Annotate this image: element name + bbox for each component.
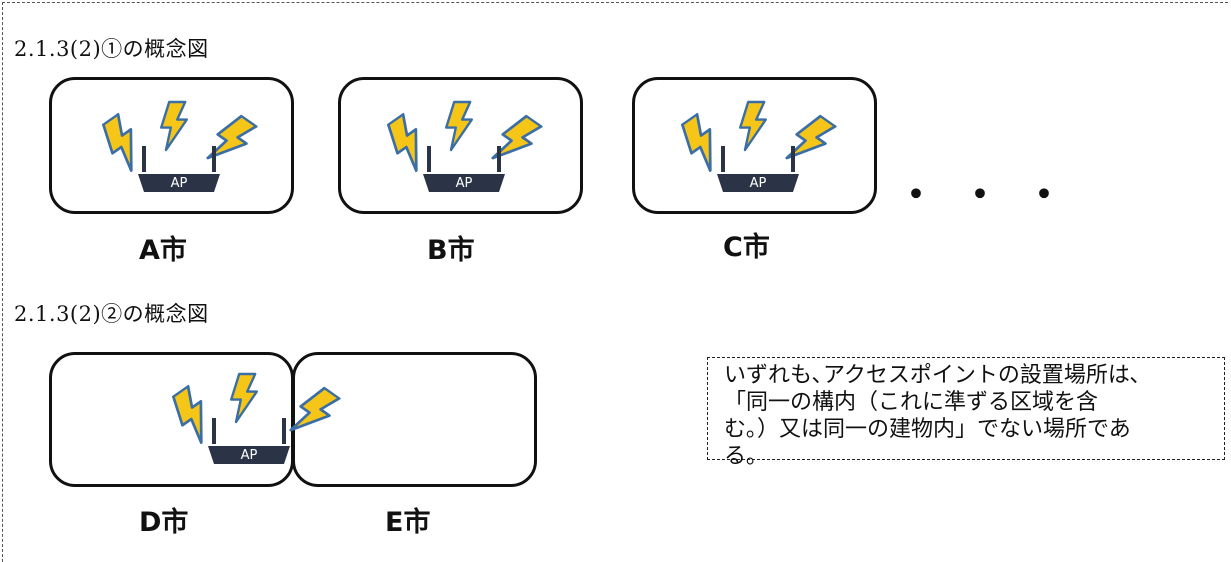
ap-label: AP — [456, 176, 473, 191]
access-point-icon: AP — [361, 96, 561, 196]
city-box-a: AP — [49, 77, 294, 214]
note-box: いずれも､アクセスポイントの設置場所は､ 「同一の構内（これに準ずる区域を含 む… — [707, 357, 1225, 469]
access-point-icon: AP — [655, 96, 855, 196]
city-box-e — [292, 352, 537, 487]
ap-label: AP — [241, 448, 258, 463]
ap-label: AP — [171, 176, 188, 191]
city-label-b: B市 — [427, 235, 475, 266]
city-label-e: E市 — [385, 507, 431, 538]
city-label-a: A市 — [139, 235, 187, 266]
section2-title: 2.1.3(2)②の概念図 — [14, 302, 209, 326]
city-box-d — [49, 352, 294, 487]
section1-title: 2.1.3(2)①の概念図 — [14, 37, 209, 61]
city-box-c: AP — [632, 77, 877, 214]
access-point-icon: AP — [146, 368, 346, 468]
note-line: る｡ — [724, 444, 758, 469]
city-label-c: C市 — [723, 232, 770, 263]
ap-label: AP — [750, 176, 767, 191]
city-box-b: AP — [338, 77, 583, 214]
note-line: いずれも､アクセスポイントの設置場所は､ — [724, 363, 1141, 388]
note-line: 「同一の構内（これに準ずる区域を含 — [724, 390, 1099, 415]
ellipsis: ・・・ — [896, 172, 1088, 218]
city-label-d: D市 — [139, 507, 189, 538]
access-point-icon: AP — [76, 96, 276, 196]
note-line: む｡）又は同一の建物内」でない場所であ — [724, 417, 1131, 442]
